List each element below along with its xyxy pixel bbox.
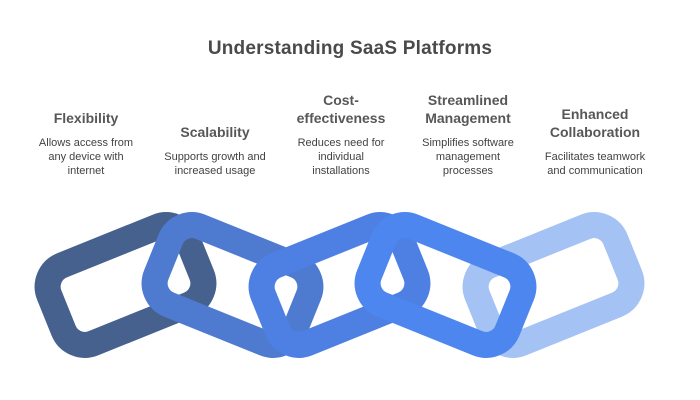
concept-description: Allows access from any device with inter… bbox=[21, 136, 151, 178]
concept-description: Supports growth and increased usage bbox=[150, 150, 280, 178]
concept-heading: Cost- effectiveness bbox=[276, 91, 406, 127]
heading-line: effectiveness bbox=[296, 110, 386, 126]
concept-column-scalability: Scalability Supports growth and increase… bbox=[150, 76, 280, 178]
body-line: Supports growth and bbox=[164, 151, 266, 163]
concept-column-streamlined-management: Streamlined Management Simplifies softwa… bbox=[403, 76, 533, 178]
body-line: individual bbox=[318, 151, 364, 163]
heading-line: Collaboration bbox=[549, 124, 641, 140]
body-line: management bbox=[435, 151, 501, 163]
body-line: Simplifies software bbox=[422, 137, 514, 149]
body-line: any device with bbox=[48, 151, 124, 163]
concept-heading: Streamlined Management bbox=[403, 91, 533, 127]
concept-column-cost-effectiveness: Cost- effectiveness Reduces need for ind… bbox=[276, 76, 406, 178]
body-line: internet bbox=[67, 165, 105, 177]
heading-line: Enhanced bbox=[561, 106, 629, 122]
concept-heading: Flexibility bbox=[21, 109, 151, 127]
body-line: Facilitates teamwork bbox=[544, 151, 646, 163]
body-line: Allows access from bbox=[38, 137, 134, 149]
heading-line: Streamlined bbox=[427, 92, 509, 108]
heading-line: Flexibility bbox=[53, 110, 119, 126]
concept-heading: Scalability bbox=[150, 123, 280, 141]
concept-column-enhanced-collaboration: Enhanced Collaboration Facilitates teamw… bbox=[530, 76, 660, 178]
concept-description: Facilitates teamwork and communication bbox=[530, 150, 660, 178]
heading-line: Cost- bbox=[323, 92, 359, 108]
heading-line: Management bbox=[425, 110, 511, 126]
heading-line: Scalability bbox=[180, 124, 250, 140]
body-line: installations bbox=[312, 165, 370, 177]
page-title: Understanding SaaS Platforms bbox=[207, 38, 493, 59]
concept-description: Simplifies software management processes bbox=[403, 136, 533, 178]
body-line: and communication bbox=[547, 165, 643, 177]
body-line: processes bbox=[442, 165, 494, 177]
body-line: increased usage bbox=[174, 165, 256, 177]
concept-heading: Enhanced Collaboration bbox=[530, 105, 660, 141]
body-line: Reduces need for bbox=[297, 137, 385, 149]
concept-column-flexibility: Flexibility Allows access from any devic… bbox=[21, 76, 151, 178]
concept-description: Reduces need for individual installation… bbox=[276, 136, 406, 178]
